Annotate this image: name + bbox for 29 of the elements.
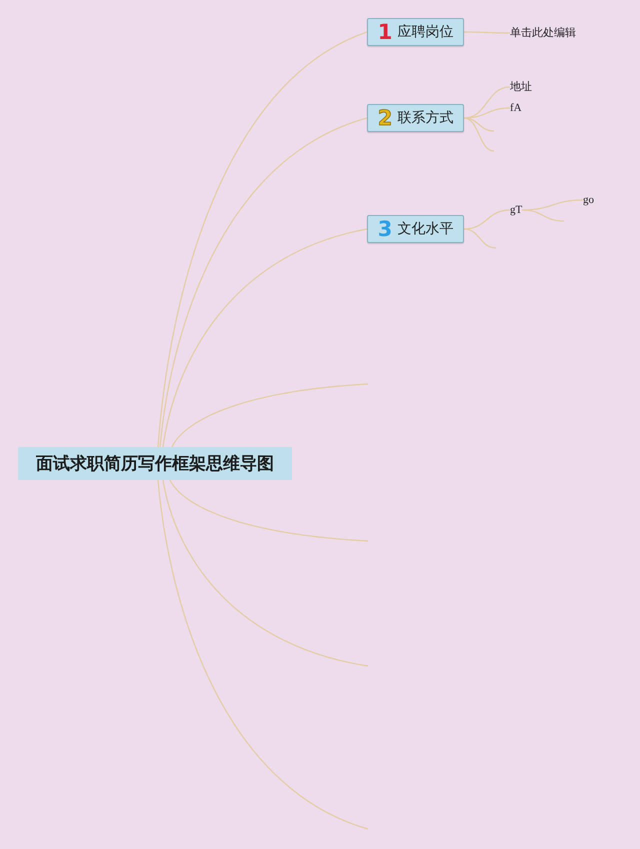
branch-line [159,117,368,448]
topic-box [367,215,464,243]
branch-line [522,209,564,222]
branch-label: 地址 [510,80,532,94]
branch-line [464,228,496,249]
branch-line [464,31,510,34]
number-label: 2 [378,107,392,129]
branch-line [162,228,368,448]
central-topic-text: 面试求职简历写作框架思维导图 [36,454,274,474]
number-label: 1 [378,21,392,43]
topic-box [367,18,464,46]
branch-label: 单击此处编辑 [510,26,576,40]
topic-label: 文化水平 [397,220,454,238]
topic-label: 联系方式 [397,109,454,127]
branch-line [464,117,494,152]
branch-line [162,480,368,667]
branch-line [171,383,368,448]
branch-line [464,117,494,132]
branch-line [157,31,368,448]
number-label: 3 [378,218,392,240]
branch-line [464,86,510,119]
branch-label: fA [510,101,522,115]
branch-line [157,480,368,830]
branch-line [169,480,368,542]
central-topic-box [18,447,292,480]
topic-box [367,104,464,132]
branch-label: go [583,193,594,207]
topic-label: 应聘岗位 [397,23,454,41]
branch-label: gT [510,203,522,217]
